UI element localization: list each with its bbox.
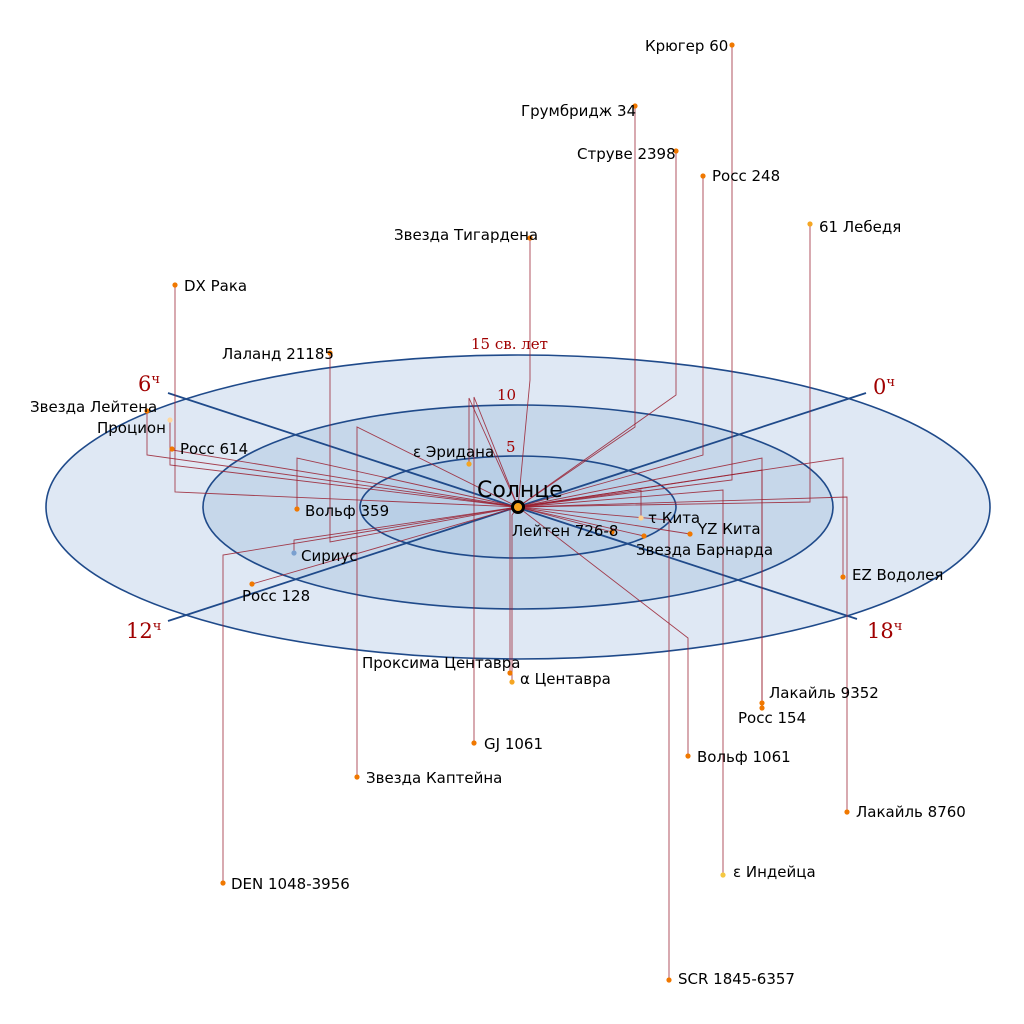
- hour-label-6: 6ч: [138, 372, 160, 396]
- star-projection-line: [296, 457, 519, 509]
- star-label: Лаланд 21185: [222, 345, 334, 363]
- star-label: DX Рака: [184, 277, 247, 295]
- star-projection-line: [517, 469, 763, 708]
- ring-label-15: 15 св. лет: [471, 335, 548, 353]
- star-marker: [249, 581, 255, 587]
- star-label: Лакайль 9352: [769, 684, 879, 702]
- star-label: Лакайль 8760: [856, 803, 966, 821]
- ring-label-5: 5: [506, 438, 516, 456]
- star-label: 61 Лебедя: [819, 218, 901, 236]
- star-label: Проксима Центавра: [362, 654, 520, 672]
- star-label: Вольф 359: [305, 502, 389, 520]
- star-label: SCR 1845-6357: [678, 970, 795, 988]
- star-marker: [729, 42, 735, 48]
- star-marker: [807, 221, 813, 227]
- star-marker: [291, 550, 297, 556]
- star-marker: [172, 282, 178, 288]
- star-marker: [169, 446, 175, 452]
- star-marker: [666, 977, 672, 983]
- star-label: Сириус: [301, 547, 358, 565]
- star-projection-line: [517, 489, 724, 875]
- star-label: EZ Водолея: [852, 566, 943, 584]
- star-label: Звезда Тигардена: [394, 226, 538, 244]
- star-label: Звезда Барнарда: [636, 541, 773, 559]
- star-projection-line: [517, 151, 677, 508]
- star-marker: [844, 809, 850, 815]
- sun-marker: [511, 500, 525, 514]
- star-projection-line: [174, 285, 519, 508]
- star-projection-line: [473, 396, 519, 743]
- star-projection-line: [517, 106, 636, 508]
- star-marker: [687, 531, 693, 537]
- star-marker: [354, 774, 360, 780]
- star-label: Струве 2398: [577, 145, 676, 163]
- star-marker: [632, 103, 638, 109]
- star-projection-line: [329, 353, 519, 543]
- hour-label-0: 0ч: [873, 375, 895, 399]
- star-marker: [673, 148, 679, 154]
- star-label: GJ 1061: [484, 735, 543, 753]
- sun-label: Солнце: [477, 478, 563, 503]
- hour-label-12: 12ч: [126, 619, 161, 643]
- star-projection-line: [517, 238, 531, 508]
- hour-label-18: 18ч: [867, 619, 902, 643]
- star-label: Грумбридж 34: [521, 102, 636, 120]
- star-marker: [759, 705, 765, 711]
- star-projection-line: [146, 411, 519, 508]
- star-label: Росс 248: [712, 167, 780, 185]
- star-label: Процион: [97, 419, 166, 437]
- star-projection-line: [517, 506, 613, 533]
- star-projection-line: [517, 45, 733, 508]
- star-label: DEN 1048-3956: [231, 875, 350, 893]
- star-projection-line: [169, 420, 519, 508]
- star-projection-line: [517, 506, 689, 756]
- star-marker: [685, 753, 691, 759]
- star-marker: [167, 417, 173, 423]
- star-label: ε Индейца: [733, 863, 816, 881]
- star-projection-line: [517, 506, 691, 535]
- star-label: ε Эридана: [413, 443, 494, 461]
- star-marker: [466, 461, 472, 467]
- star-label: Росс 128: [242, 587, 310, 605]
- star-marker: [220, 880, 226, 886]
- star-marker: [509, 679, 515, 685]
- star-label: Росс 614: [180, 440, 248, 458]
- star-projection-line: [356, 426, 519, 777]
- star-marker: [840, 574, 846, 580]
- star-marker: [609, 529, 615, 535]
- star-marker: [294, 506, 300, 512]
- star-label: Звезда Каптейна: [366, 769, 502, 787]
- star-label: Росс 154: [738, 709, 806, 727]
- star-projection-line: [468, 397, 519, 508]
- star-marker: [471, 740, 477, 746]
- star-projection-line: [517, 506, 645, 537]
- star-label: Звезда Лейтена: [30, 398, 157, 416]
- star-projection-line: [517, 176, 704, 508]
- star-marker: [507, 670, 513, 676]
- star-projection-line: [222, 506, 519, 883]
- star-label: τ Кита: [648, 509, 700, 527]
- star-label: Вольф 1061: [697, 748, 791, 766]
- ring-label-10: 10: [497, 386, 516, 404]
- star-marker: [700, 173, 706, 179]
- star-projection-line: [293, 506, 519, 553]
- star-marker: [641, 533, 647, 539]
- star-projection-line: [517, 496, 848, 812]
- star-label: α Центавра: [520, 670, 611, 688]
- star-marker: [144, 408, 150, 414]
- star-marker: [327, 350, 333, 356]
- star-projection-line: [517, 506, 670, 980]
- star-label: Лейтен 726-8: [512, 522, 618, 540]
- star-projection-line: [517, 489, 642, 518]
- star-projection-line: [517, 224, 811, 508]
- star-marker: [720, 872, 726, 878]
- star-label: YZ Кита: [697, 520, 761, 538]
- star-marker: [638, 515, 644, 521]
- star-marker: [759, 700, 765, 706]
- star-marker: [527, 235, 533, 241]
- star-label: Крюгер 60: [645, 37, 728, 55]
